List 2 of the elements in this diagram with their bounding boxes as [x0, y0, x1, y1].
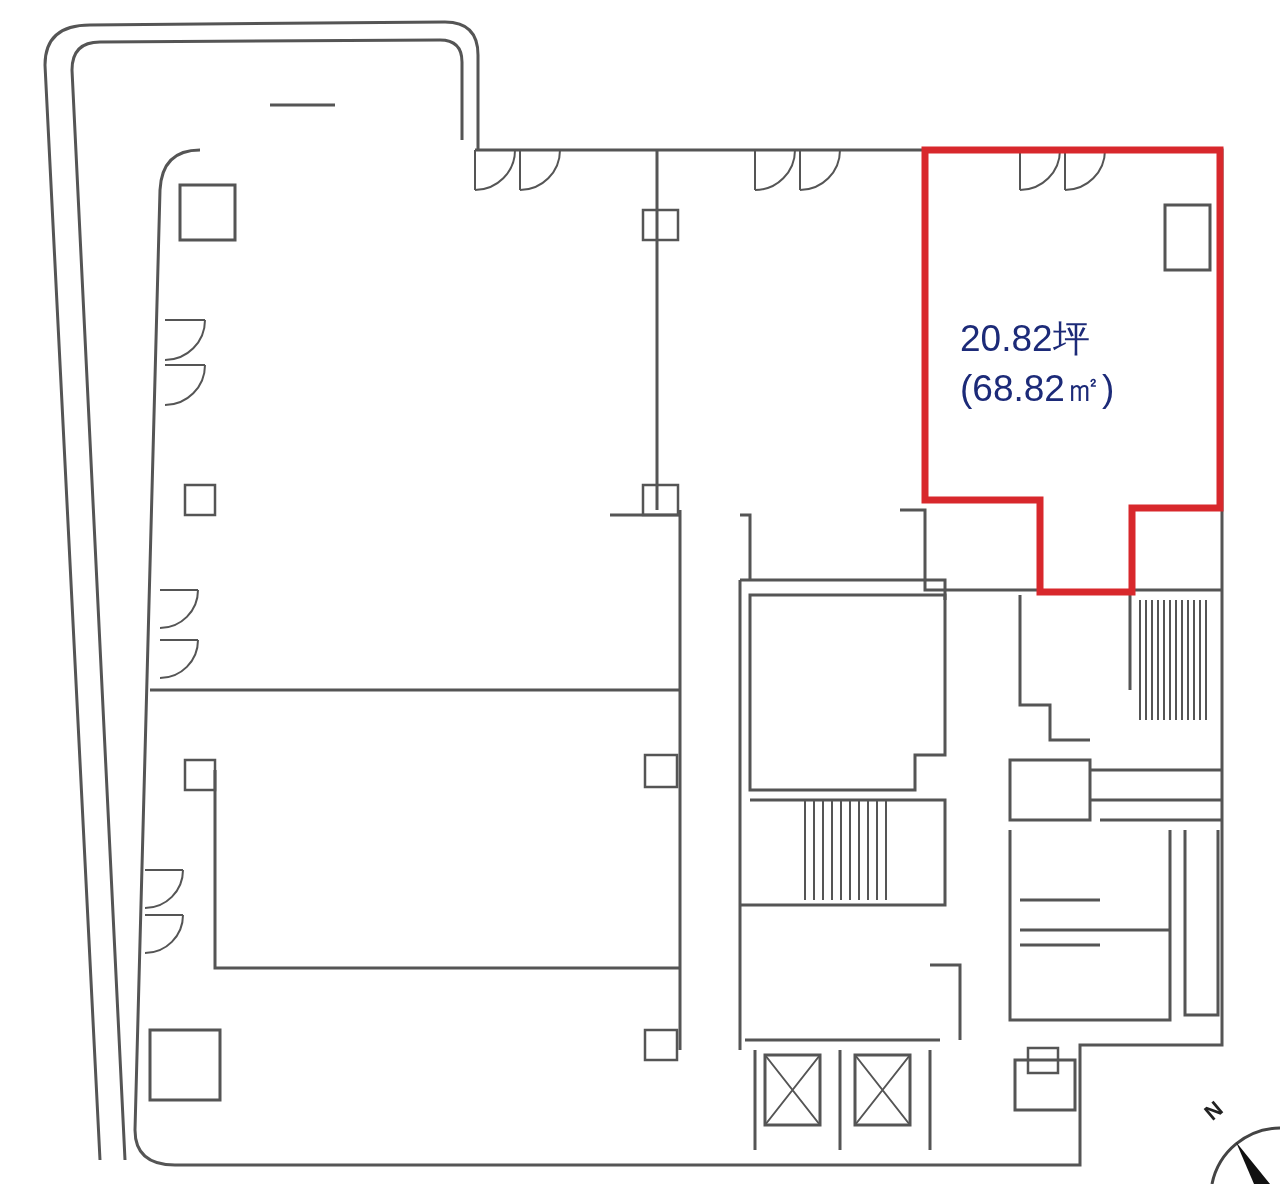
north-label: N	[1199, 1095, 1229, 1127]
area-label: 20.82坪 (68.82㎡)	[960, 317, 1116, 411]
